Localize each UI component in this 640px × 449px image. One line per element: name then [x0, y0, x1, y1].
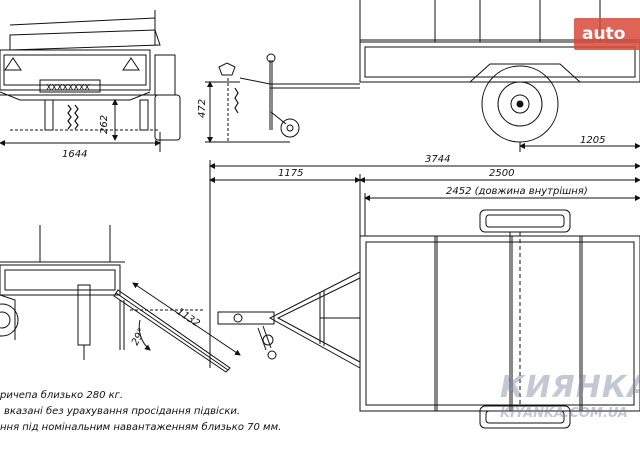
license-plate	[39, 79, 101, 93]
watermark-kiyanka: КИЯНКА	[500, 370, 640, 405]
dim-1644: 1644	[62, 149, 87, 160]
wheel-rear	[154, 94, 181, 141]
dim-2500: 2500	[489, 168, 514, 179]
dim-472: 472	[197, 99, 208, 118]
reflector-triangle-right	[122, 57, 140, 71]
drawbar-side	[239, 77, 360, 85]
jockey-wheel-top	[267, 350, 277, 360]
dim-3744: 3744	[425, 154, 450, 165]
plate-text: XXXXXXXX	[46, 83, 90, 92]
watermark-top-text: auto	[582, 24, 626, 44]
dim-1175: 1175	[278, 168, 303, 179]
side-view	[218, 0, 640, 143]
note-line-2: вказані без урахування просідання підвіс…	[4, 406, 241, 417]
ramp-view	[0, 225, 231, 373]
hitch-coupler	[218, 62, 236, 76]
watermark-kiyanka-url: KIYANKA.COM.UA	[500, 406, 628, 421]
fender	[469, 63, 581, 83]
note-line-1: ричепа близько 280 кг.	[0, 390, 124, 401]
fender-top-upper	[479, 209, 571, 233]
dim-262: 262	[99, 115, 110, 134]
rear-view	[0, 10, 181, 141]
watermark-logo-top: auto	[574, 18, 640, 50]
dim-2452-inner-length: 2452 (довжина внутрішня)	[446, 185, 588, 197]
drawbar-top	[268, 271, 361, 369]
wheel-ramp-view	[0, 303, 19, 337]
dim-1205: 1205	[580, 135, 605, 146]
fender-top-lower	[479, 405, 571, 429]
jockey-wheel	[280, 118, 300, 138]
reflector-triangle-left	[4, 57, 22, 71]
note-line-3: ння під номінальним навантаженням близьк…	[0, 422, 282, 433]
